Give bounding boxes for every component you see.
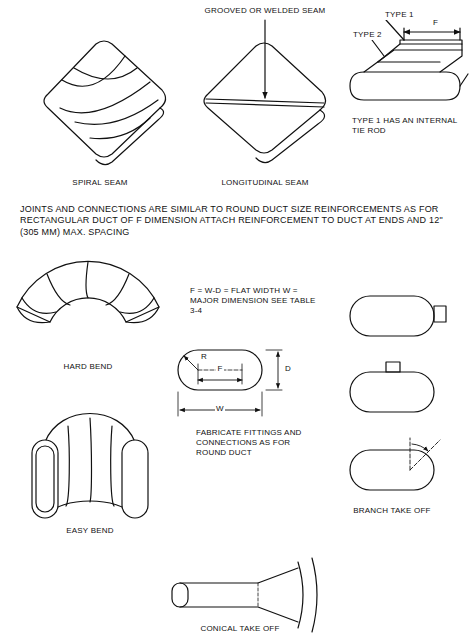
- flat-oval-section: [178, 350, 282, 416]
- note-text: FABRICATE FITTINGS AND CONNECTIONS AS FO…: [196, 428, 321, 458]
- hard-bend: [17, 261, 159, 322]
- general-note: JOINTS AND CONNECTIONS ARE SIMILAR TO RO…: [20, 204, 460, 238]
- dimension-label: F: [432, 18, 439, 28]
- spiral-seam-duct: [44, 41, 166, 165]
- branch-take-off: [350, 296, 446, 490]
- callout-text: GROOVED OR WELDED SEAM: [205, 6, 326, 16]
- figure-caption: BRANCH TAKE OFF: [353, 506, 430, 516]
- dimension-label: F: [216, 364, 223, 374]
- figure-caption: LONGITUDINAL SEAM: [221, 178, 308, 188]
- conical-take-off: [172, 558, 317, 632]
- dimension-label: D: [284, 364, 292, 374]
- type-label: TYPE 2: [352, 30, 383, 40]
- reinforced-duct: [350, 20, 468, 100]
- figure-caption: HARD BEND: [64, 362, 113, 372]
- formula-note: F = W-D = FLAT WIDTH W = MAJOR DIMENSION…: [190, 286, 320, 316]
- longitudinal-seam-duct: [204, 20, 326, 163]
- note-text: TYPE 1 HAS AN INTERNAL TIE ROD: [352, 116, 464, 136]
- figure-caption: EASY BEND: [66, 526, 113, 536]
- dimension-label: W: [215, 404, 225, 414]
- type-label: TYPE 1: [384, 10, 415, 20]
- figure-caption: SPIRAL SEAM: [72, 178, 127, 188]
- easy-bend: [32, 414, 148, 519]
- dimension-label: R: [200, 352, 208, 362]
- figure-caption: CONICAL TAKE OFF: [200, 624, 279, 634]
